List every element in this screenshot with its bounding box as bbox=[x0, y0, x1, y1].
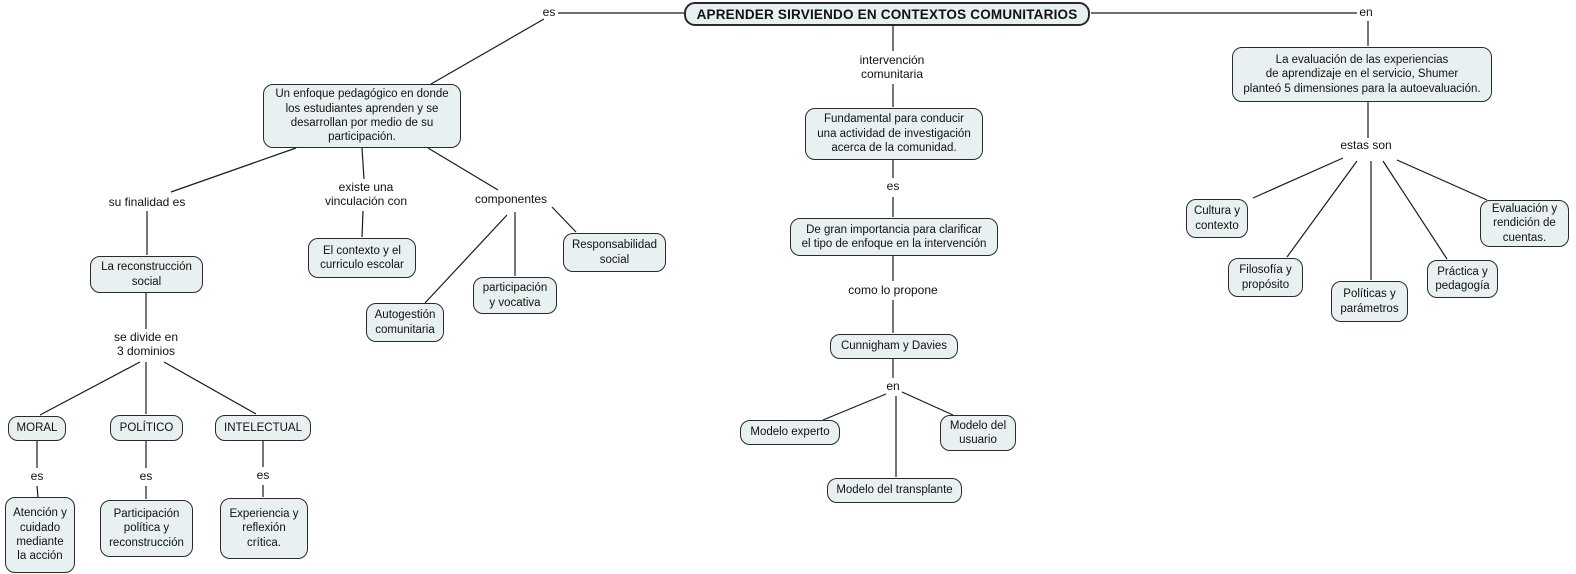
connector-line bbox=[901, 391, 954, 416]
node-modelo-transplante[interactable]: Modelo del transplante bbox=[827, 478, 962, 503]
node-atencion-cuidado[interactable]: Atención y cuidado mediante la acción bbox=[5, 497, 75, 573]
node-evaluacion-shumer[interactable]: La evaluación de las experiencias de apr… bbox=[1232, 47, 1492, 102]
connector-line bbox=[361, 147, 365, 180]
node-cunnigham-davies[interactable]: Cunnigham y Davies bbox=[830, 334, 958, 359]
node-enfoque-pedagogico[interactable]: Un enfoque pedagógico en donde los estud… bbox=[263, 84, 461, 148]
node-autogestion-comunitaria[interactable]: Autogestión comunitaria bbox=[366, 303, 444, 342]
connector-line bbox=[361, 210, 364, 238]
link-label-su-finalidad[interactable]: su finalidad es bbox=[108, 195, 186, 210]
node-reconstruccion-social[interactable]: La reconstrucción social bbox=[90, 256, 203, 293]
node-modelo-experto[interactable]: Modelo experto bbox=[740, 420, 840, 445]
connector-line bbox=[1252, 157, 1344, 199]
node-responsabilidad-social[interactable]: Responsabilidad social bbox=[563, 233, 666, 272]
node-experiencia-reflexion[interactable]: Experiencia y reflexión crítica. bbox=[220, 498, 308, 559]
node-title[interactable]: APRENDER SIRVIENDO EN CONTEXTOS COMUNITA… bbox=[684, 2, 1090, 26]
connector-line bbox=[163, 361, 257, 415]
connector-line bbox=[822, 393, 887, 421]
node-moral[interactable]: MORAL bbox=[8, 416, 66, 441]
link-label-vinculacion[interactable]: existe una vinculación con bbox=[324, 180, 408, 208]
node-practica-pedagogia[interactable]: Práctica y pedagogía bbox=[1427, 260, 1498, 298]
node-gran-importancia[interactable]: De gran importancia para clarificar el t… bbox=[790, 218, 998, 256]
connector-line bbox=[424, 214, 508, 304]
connector-line bbox=[39, 361, 141, 416]
link-label-en-title[interactable]: en bbox=[1359, 5, 1373, 20]
link-label-como-lo-propone[interactable]: como lo propone bbox=[848, 283, 938, 298]
connector-line bbox=[551, 206, 577, 233]
connector-line bbox=[1286, 160, 1358, 258]
link-label-es-middle[interactable]: es bbox=[886, 179, 900, 194]
link-label-es-intelectual[interactable]: es bbox=[256, 468, 270, 483]
node-cultura-contexto[interactable]: Cultura y contexto bbox=[1186, 199, 1248, 238]
link-label-se-divide[interactable]: se divide en 3 dominios bbox=[113, 330, 179, 358]
node-participacion-politica[interactable]: Participación política y reconstrucción bbox=[100, 500, 193, 557]
link-label-es-politico[interactable]: es bbox=[139, 469, 153, 484]
node-politicas-parametros[interactable]: Políticas y parámetros bbox=[1331, 281, 1408, 322]
connector-line bbox=[36, 485, 39, 498]
node-modelo-usuario[interactable]: Modelo del usuario bbox=[940, 415, 1016, 451]
node-fundamental-investigacion[interactable]: Fundamental para conducir una actividad … bbox=[805, 108, 983, 160]
connector-line bbox=[1396, 159, 1488, 201]
connector-line bbox=[1382, 160, 1448, 260]
link-label-intervencion[interactable]: intervención comunitaria bbox=[859, 53, 925, 81]
link-label-es-title[interactable]: es bbox=[542, 5, 556, 20]
node-intelectual[interactable]: INTELECTUAL bbox=[215, 415, 311, 441]
connector-line bbox=[430, 18, 545, 85]
link-label-estas-son[interactable]: estas son bbox=[1340, 138, 1392, 153]
node-contexto-curriculo[interactable]: El contexto y el curriculo escolar bbox=[308, 238, 416, 278]
connector-line bbox=[170, 147, 297, 193]
node-filosofia-proposito[interactable]: Filosofía y propósito bbox=[1228, 258, 1303, 297]
link-label-es-moral[interactable]: es bbox=[30, 469, 44, 484]
node-evaluacion-rendicion[interactable]: Evaluación y rendición de cuentas. bbox=[1480, 200, 1569, 247]
connector-line bbox=[427, 147, 499, 191]
node-participacion-vocativa[interactable]: participación y vocativa bbox=[473, 277, 557, 314]
link-label-componentes[interactable]: componentes bbox=[474, 192, 548, 207]
link-label-en-middle[interactable]: en bbox=[886, 379, 900, 394]
node-politico[interactable]: POLÍTICO bbox=[110, 415, 183, 441]
